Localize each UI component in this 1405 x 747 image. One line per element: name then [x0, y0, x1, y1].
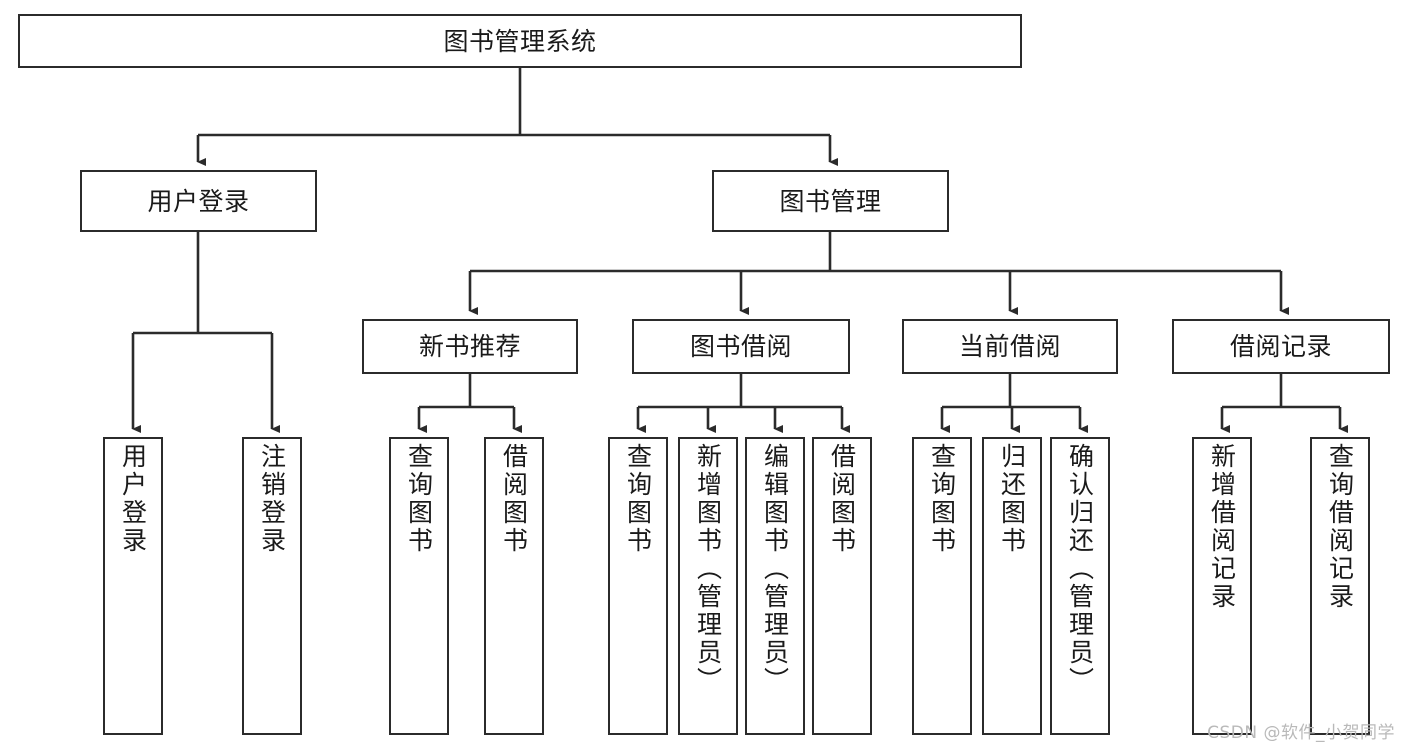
leaf-user-login-label: 用户登录: [118, 443, 148, 555]
node-book-borrow-label: 图书借阅: [689, 332, 792, 361]
node-new-book-recommend-label: 新书推荐: [418, 332, 521, 361]
node-root-label: 图书管理系统: [443, 26, 597, 56]
leaf-return-book[interactable]: 归还图书: [982, 437, 1042, 735]
leaf-user-logout[interactable]: 注销登录: [242, 437, 302, 735]
node-root[interactable]: 图书管理系统: [18, 14, 1022, 68]
leaf-query-book-rec[interactable]: 查询图书: [389, 437, 449, 735]
leaf-query-record-label: 查询借阅记录: [1325, 443, 1355, 611]
leaf-add-record[interactable]: 新增借阅记录: [1192, 437, 1252, 735]
leaf-borrow-book[interactable]: 借阅图书: [812, 437, 872, 735]
leaf-query-book-borrow[interactable]: 查询图书: [608, 437, 668, 735]
leaf-borrow-book-label: 借阅图书: [827, 443, 857, 555]
leaf-return-book-label: 归还图书: [997, 443, 1027, 555]
node-current-borrow-label: 当前借阅: [958, 332, 1061, 361]
leaf-user-login[interactable]: 用户登录: [103, 437, 163, 735]
leaf-query-book-cur-label: 查询图书: [927, 443, 957, 555]
leaf-add-book[interactable]: 新增图书（管理员）: [678, 437, 738, 735]
leaf-confirm-return-label: 确认归还（管理员）: [1065, 443, 1095, 695]
node-book-manage-label: 图书管理: [779, 186, 882, 216]
leaf-edit-book-label: 编辑图书（管理员）: [760, 443, 790, 695]
node-new-book-recommend[interactable]: 新书推荐: [362, 319, 578, 374]
leaf-add-book-label: 新增图书（管理员）: [693, 443, 723, 695]
leaf-query-book-borrow-label: 查询图书: [623, 443, 653, 555]
node-borrow-record-label: 借阅记录: [1229, 332, 1332, 361]
node-book-borrow[interactable]: 图书借阅: [632, 319, 850, 374]
leaf-borrow-book-rec-label: 借阅图书: [499, 443, 529, 555]
leaf-add-record-label: 新增借阅记录: [1207, 443, 1237, 611]
leaf-query-book-cur[interactable]: 查询图书: [912, 437, 972, 735]
node-user-login[interactable]: 用户登录: [80, 170, 317, 232]
leaf-confirm-return[interactable]: 确认归还（管理员）: [1050, 437, 1110, 735]
node-current-borrow[interactable]: 当前借阅: [902, 319, 1118, 374]
leaf-borrow-book-rec[interactable]: 借阅图书: [484, 437, 544, 735]
watermark: CSDN @软件_小贺同学: [1207, 723, 1395, 743]
node-user-login-label: 用户登录: [147, 186, 250, 216]
leaf-edit-book[interactable]: 编辑图书（管理员）: [745, 437, 805, 735]
leaf-user-logout-label: 注销登录: [257, 443, 287, 555]
node-book-manage[interactable]: 图书管理: [712, 170, 949, 232]
leaf-query-book-rec-label: 查询图书: [404, 443, 434, 555]
leaf-query-record[interactable]: 查询借阅记录: [1310, 437, 1370, 735]
node-borrow-record[interactable]: 借阅记录: [1172, 319, 1390, 374]
